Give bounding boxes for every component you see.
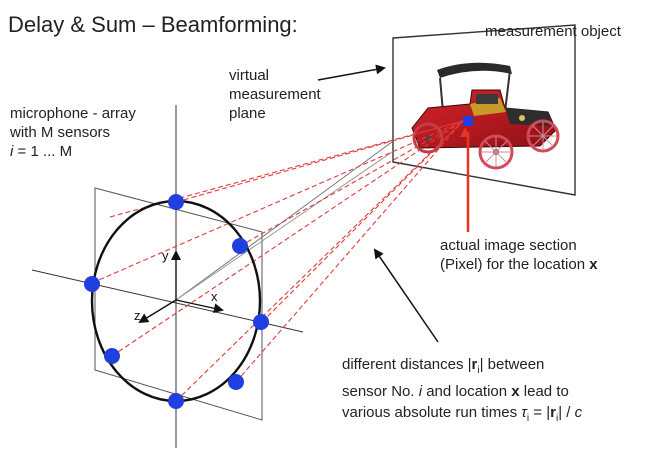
r-subscript-2: i (555, 413, 559, 424)
r-subscript: i (477, 365, 480, 376)
sensor-5 (168, 393, 184, 409)
bottom-pointer-arrow (373, 248, 439, 343)
sensor-1 (168, 194, 184, 210)
index-variable: i (10, 143, 14, 160)
axis-label-z: z (134, 308, 141, 323)
z-axis-arrow (138, 299, 177, 324)
x-axis-arrow (175, 299, 224, 314)
page-title: Delay & Sum – Beamforming: (8, 12, 298, 37)
pixel-location-marker (463, 116, 473, 126)
sensor-4 (228, 374, 244, 390)
mic-array-line-2: with M sensors (10, 124, 111, 141)
image-section-line-1: actual image section (440, 237, 577, 254)
r-symbol: r (471, 356, 478, 373)
array-frame (94, 187, 263, 421)
ray-5 (175, 120, 464, 402)
expl-3-div: | / (558, 404, 575, 421)
explanation-line-1: different distances |ri| between (342, 354, 582, 381)
virtual-plane-line-1: virtual (229, 67, 270, 84)
expl-2-prefix: sensor No. (342, 383, 419, 400)
explanation-line-3: various absolute run times τi = |ri| / c (342, 402, 582, 429)
sensor-3 (253, 314, 269, 330)
distance-explanation: different distances |ri| between sensor … (342, 354, 582, 429)
expl-3-eq: = | (529, 404, 551, 421)
expl-2-mid: and location (422, 383, 512, 400)
mic-array-line-3: i = 1 ... M (10, 142, 136, 161)
image-section-text: (Pixel) for the location (440, 256, 590, 273)
explanation-line-2: sensor No. i and location x lead to (342, 381, 582, 402)
r-symbol-2: r (550, 404, 556, 421)
location-symbol: x (589, 256, 598, 273)
sensor-index: i (418, 383, 423, 400)
sensor-7 (84, 276, 100, 292)
ray-6 (111, 120, 464, 357)
sensor-6 (104, 348, 120, 364)
image-section-label: actual image section (Pixel) for the loc… (440, 236, 598, 274)
expl-1-prefix: different distances | (342, 356, 472, 373)
tau-subscript: i (526, 413, 530, 424)
expl-1-suffix: | between (479, 356, 545, 373)
measurement-object-label: measurement object (485, 23, 621, 40)
center-ray-2 (175, 151, 393, 301)
ray-2 (239, 120, 464, 247)
location-symbol-2: x (511, 383, 520, 400)
virtual-plane-line-2: measurement (229, 86, 321, 103)
coordinate-system (138, 250, 224, 324)
ray-7 (91, 120, 464, 284)
plane-pointer-arrow (317, 64, 386, 81)
sensors (84, 194, 269, 409)
sensor-2 (232, 238, 248, 254)
index-range: = 1 ... M (13, 143, 73, 160)
mic-array-line-1: microphone - array (10, 105, 136, 122)
c-symbol: c (574, 404, 583, 421)
ray-3 (261, 120, 464, 323)
virtual-plane-label: virtual measurement plane (229, 66, 321, 123)
expl-2-suffix: lead to (519, 383, 569, 400)
mic-array-label: microphone - array with M sensors i = 1 … (10, 104, 136, 161)
ray-4 (235, 120, 464, 383)
virtual-plane-line-3: plane (229, 105, 266, 122)
axis-label-x: x (211, 289, 218, 304)
image-section-line-2: (Pixel) for the location x (440, 255, 598, 274)
expl-3-prefix: various absolute run times (342, 404, 522, 421)
axis-label-y: y (162, 248, 169, 263)
tau-symbol: τ (521, 404, 527, 421)
car-image (411, 62, 560, 170)
